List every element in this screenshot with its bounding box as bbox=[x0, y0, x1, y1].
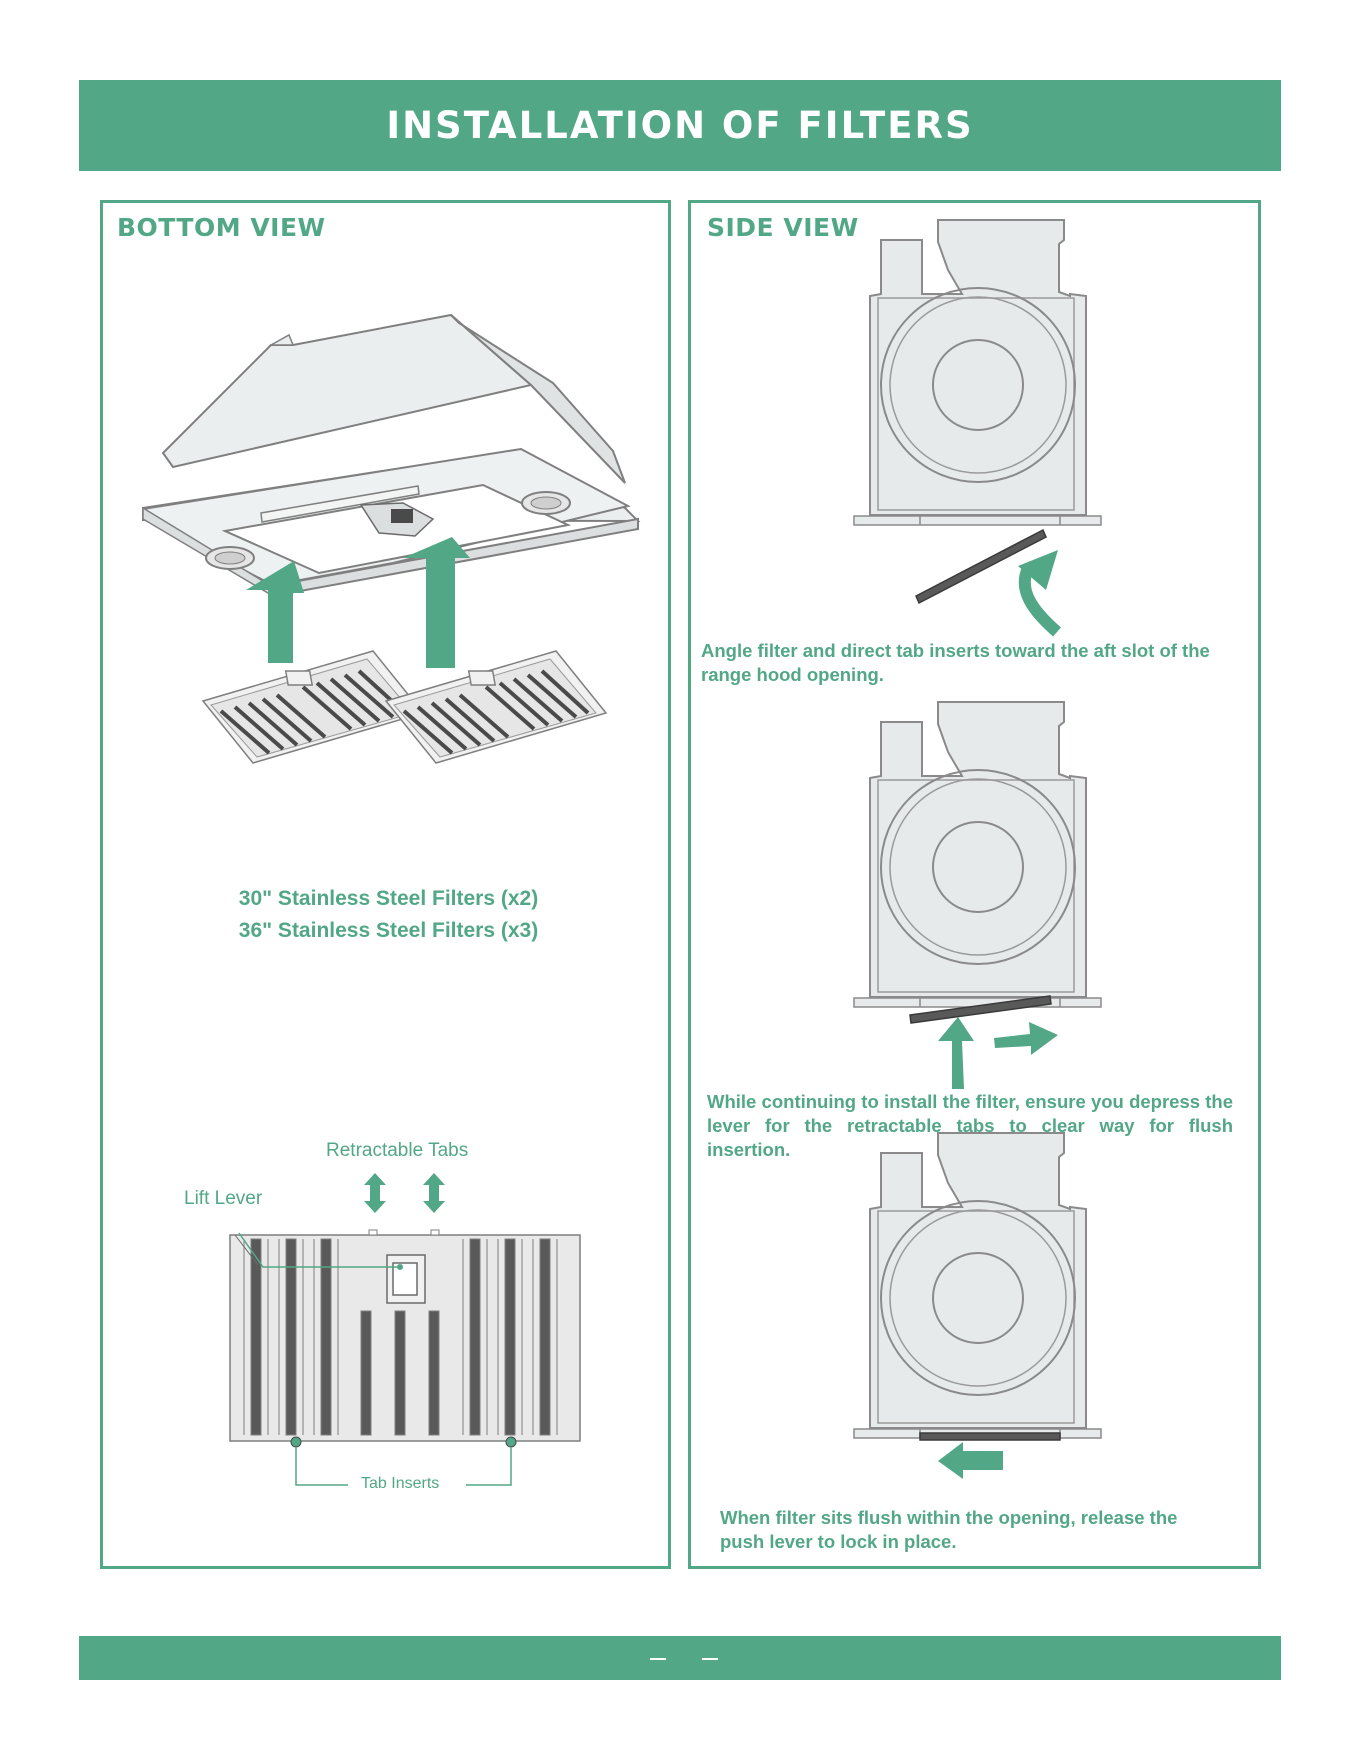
header-banner: INSTALLATION OF FILTERS bbox=[79, 80, 1281, 171]
blower-step-1 bbox=[853, 219, 1102, 637]
blower-step-3 bbox=[853, 1132, 1102, 1479]
side-view-title: SIDE VIEW bbox=[707, 213, 859, 242]
tab-inserts-label: Tab Inserts bbox=[361, 1475, 440, 1492]
page-title: INSTALLATION OF FILTERS bbox=[386, 104, 974, 147]
spec-36: 36" Stainless Steel Filters (x3) bbox=[238, 919, 539, 942]
step-3-caption: When filter sits flush within the openin… bbox=[720, 1507, 1178, 1552]
bottom-view-panel: BOTTOM VIEW 30" Stainless Steel Filters … bbox=[100, 200, 671, 1569]
footer-bar bbox=[79, 1636, 1281, 1680]
blower-step-2 bbox=[853, 701, 1102, 1089]
retractable-tabs-label: Retractable Tabs bbox=[326, 1140, 469, 1161]
filter-detail bbox=[229, 1173, 581, 1486]
footer-dash-left bbox=[650, 1658, 666, 1660]
hood-illustration bbox=[142, 313, 641, 765]
retractable-tab-arrows bbox=[364, 1173, 445, 1213]
lift-lever-label: Lift Lever bbox=[184, 1188, 263, 1209]
step-1-caption: Angle filter and direct tab inserts towa… bbox=[701, 640, 1210, 685]
step-2-caption: While continuing to install the filter, … bbox=[707, 1091, 1233, 1160]
side-view-panel: SIDE VIEW Angle filter and direct tab in… bbox=[688, 200, 1261, 1569]
spec-30: 30" Stainless Steel Filters (x2) bbox=[238, 887, 539, 910]
footer-dash-right bbox=[702, 1658, 718, 1660]
bottom-view-title: BOTTOM VIEW bbox=[117, 213, 326, 242]
